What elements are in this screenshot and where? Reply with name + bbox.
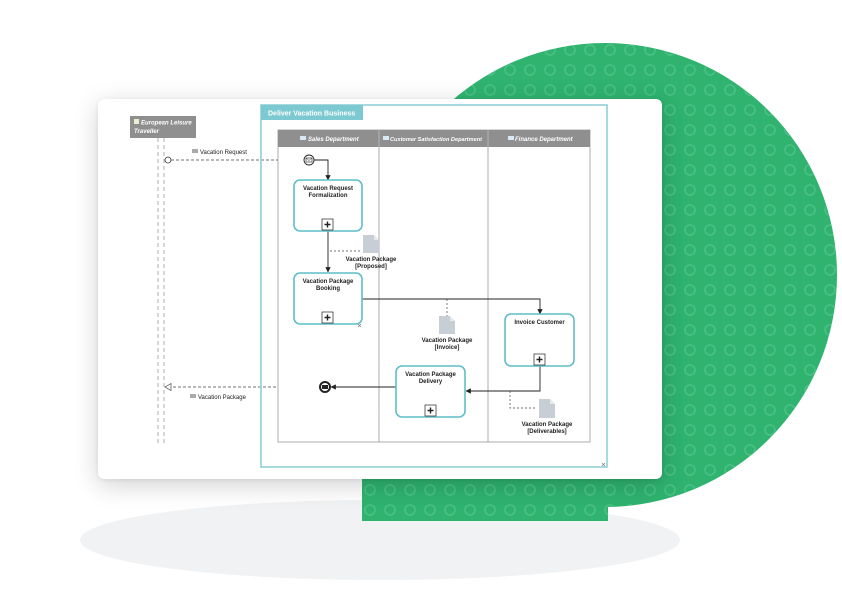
lane-label-finance: Finance Department <box>515 137 574 143</box>
lane-icon <box>508 136 514 140</box>
message-envelope-icon <box>192 149 198 153</box>
lane-label-sales: Sales Department <box>308 137 360 143</box>
start-event[interactable] <box>303 154 315 166</box>
message-label-incoming: Vacation Request <box>200 150 247 156</box>
flow-booking-to-invoice[interactable] <box>362 298 543 315</box>
data-object-proposed[interactable]: Vacation Package [Proposed] <box>346 235 397 270</box>
data-object-invoice[interactable]: Vacation Package [Invoice] <box>422 316 473 351</box>
association-deliverables[interactable] <box>509 391 537 409</box>
lane-label-customer-satisfaction: Customer Satisfaction Department <box>390 137 483 143</box>
lane-icon <box>300 136 306 140</box>
end-event[interactable] <box>319 381 331 393</box>
data-object-label-line1: Vacation Package <box>522 422 573 428</box>
flow-start-to-formalization[interactable] <box>314 159 331 181</box>
message-label-outgoing: Vacation Package <box>198 395 247 401</box>
data-object-label-line2: [Proposed] <box>355 264 387 270</box>
data-object-label-line1: Vacation Package <box>346 257 397 263</box>
task-vacation-package-delivery[interactable]: Vacation Package Delivery <box>395 365 466 418</box>
message-envelope-icon <box>190 394 196 398</box>
task-label-line2: Booking <box>316 286 340 292</box>
task-label-line1: Vacation Package <box>405 372 456 378</box>
participant-icon <box>134 119 139 124</box>
task-label-line2: Formalization <box>308 193 347 199</box>
pool[interactable]: Deliver Vacation Business <box>260 104 608 468</box>
participant-name-line2: Traveller <box>134 129 160 135</box>
pool-title: Deliver Vacation Business <box>268 111 355 118</box>
resize-icon[interactable] <box>601 462 606 467</box>
data-object-deliverables[interactable]: Vacation Package [Deliverables] <box>522 399 573 435</box>
task-label-line1: Vacation Package <box>303 279 354 285</box>
data-associations <box>330 250 537 409</box>
lane-icon <box>383 136 389 140</box>
participant-pool[interactable]: European Leisure Traveller <box>130 116 196 446</box>
data-object-label-line2: [Deliverables] <box>527 429 566 435</box>
data-object-label-line1: Vacation Package <box>422 338 473 344</box>
task-invoice-customer[interactable]: Invoice Customer <box>504 313 575 367</box>
flow-invoice-to-delivery[interactable] <box>465 366 541 394</box>
task-label-line2: Delivery <box>419 379 443 385</box>
task-label-line1: Invoice Customer <box>514 320 565 326</box>
data-object-label-line2: [Invoice] <box>435 345 460 351</box>
resize-icon[interactable] <box>357 323 362 328</box>
task-label-line1: Vacation Request <box>303 186 353 192</box>
task-vacation-request-formalization[interactable]: Vacation Request Formalization <box>293 179 363 232</box>
task-vacation-package-booking[interactable]: Vacation Package Booking <box>293 272 363 328</box>
pool-header <box>261 105 363 120</box>
participant-name-line1: European Leisure <box>141 121 192 127</box>
sequence-flows <box>314 159 543 394</box>
